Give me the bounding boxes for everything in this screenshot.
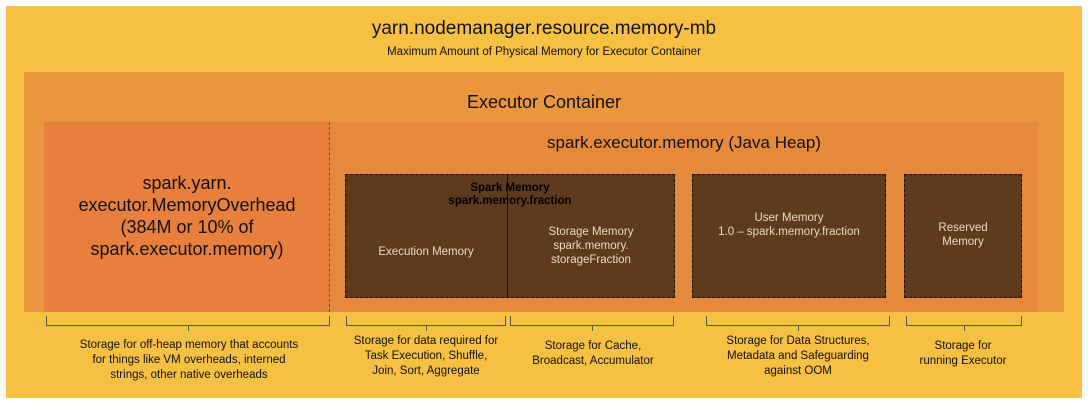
user-memory-caption: Storage for Data Structures, Metadata an… — [726, 335, 870, 377]
nodemanager-title: yarn.nodemanager.resource.memory-mb — [371, 18, 717, 39]
storage-brace — [510, 316, 674, 326]
overhead-brace — [46, 316, 330, 326]
memory-overhead-label-text: spark.yarn. executor.MemoryOverhead (384… — [78, 173, 296, 259]
storage-brace-tick — [592, 326, 593, 331]
reserved-brace — [906, 316, 1022, 326]
executor-container-title: Executor Container — [466, 92, 622, 112]
reserved-caption: Storage for running Executor — [919, 340, 1007, 367]
reserved-memory-label: Reserved Memory — [938, 222, 988, 248]
user-memory-brace — [706, 316, 890, 326]
user-memory-box — [692, 174, 886, 298]
nodemanager-subtitle: Maximum Amount of Physical Memory for Ex… — [387, 46, 701, 58]
reserved-brace-tick — [964, 326, 965, 331]
reserved-memory-box — [904, 174, 1022, 298]
memory-overhead-region — [44, 122, 330, 312]
spark-memory-title: Spark Memory spark.memory.fraction — [448, 182, 572, 207]
execution-brace-tick — [426, 326, 427, 331]
execution-caption: Storage for data required for Task Execu… — [353, 335, 499, 377]
user-memory-label: User Memory 1.0 – spark.memory.fraction — [718, 212, 860, 238]
memory-overhead-label: spark.yarn. executor.MemoryOverhead (384… — [44, 172, 330, 260]
spark-memory-box — [345, 174, 675, 298]
overhead-caption: Storage for off-heap memory that account… — [79, 339, 299, 381]
java-heap-title: spark.executor.memory (Java Heap) — [547, 133, 821, 152]
execution-memory-label: Execution Memory — [378, 246, 474, 258]
storage-memory-label: Storage Memory spark.memory. storageFrac… — [548, 226, 634, 266]
user-memory-brace-tick — [798, 326, 799, 331]
overhead-heap-divider — [329, 122, 330, 312]
overhead-brace-tick — [188, 326, 189, 331]
execution-brace — [346, 316, 506, 326]
execution-storage-divider — [507, 174, 508, 298]
storage-caption: Storage for Cache, Broadcast, Accumulato… — [532, 340, 654, 367]
